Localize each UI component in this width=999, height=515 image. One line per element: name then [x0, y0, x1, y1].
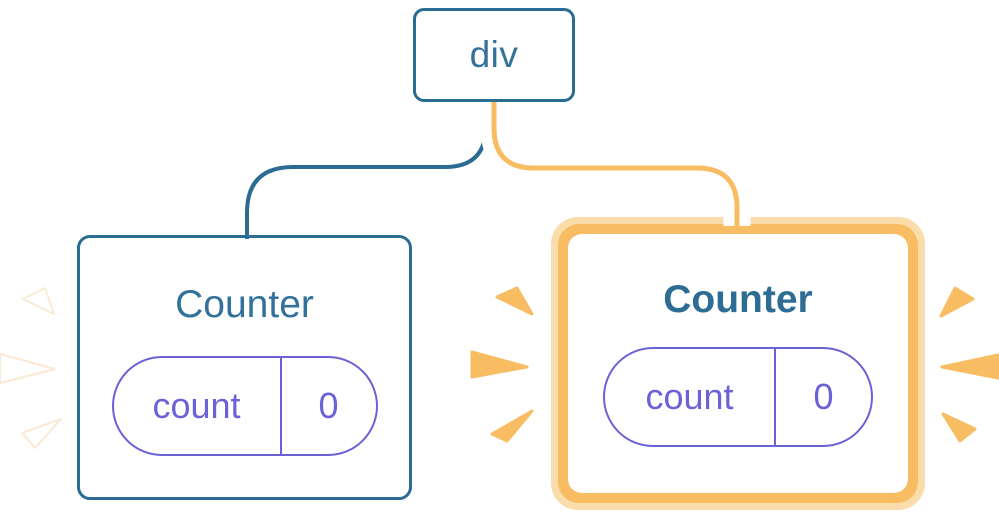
white-sparkle-burst — [0, 287, 62, 449]
orange-sparkle-burst-right — [939, 286, 999, 443]
state-key: count — [114, 357, 282, 454]
orange-sparkle-middle-left — [470, 350, 529, 379]
root-node-label: div — [469, 34, 519, 75]
orange-sparkle-top-right — [939, 286, 975, 318]
orange-sparkle-bottom-right — [941, 412, 977, 443]
counter-title: Counter — [175, 283, 314, 326]
counter-card-highlighted-body: Counter count 0 — [568, 234, 908, 493]
white-sparkle-bottom — [21, 418, 62, 449]
edge-highlight-casing — [480, 98, 751, 226]
root-node-div: div — [413, 8, 575, 102]
edge-root-to-highlighted-counter — [491, 98, 740, 232]
state-value: 0 — [318, 384, 339, 426]
counter-card-plain: Counter count 0 — [77, 235, 412, 500]
state-pill: count 0 — [111, 355, 378, 456]
orange-sparkle-top-left — [495, 286, 534, 316]
state-pill: count 0 — [603, 346, 873, 447]
counter-card-highlighted: Counter count 0 — [551, 217, 925, 510]
counter-title: Counter — [663, 278, 813, 321]
state-value: 0 — [813, 375, 834, 417]
state-key: count — [605, 348, 776, 445]
edge-root-to-left-counter — [245, 98, 488, 239]
orange-sparkle-bottom-left — [490, 409, 534, 443]
highlight-orange-ring: Counter count 0 — [558, 224, 918, 503]
white-sparkle-top — [22, 287, 55, 315]
orange-sparkle-middle-right — [940, 353, 999, 380]
white-sparkle-middle — [0, 353, 56, 384]
orange-sparkle-burst-left — [470, 286, 534, 443]
